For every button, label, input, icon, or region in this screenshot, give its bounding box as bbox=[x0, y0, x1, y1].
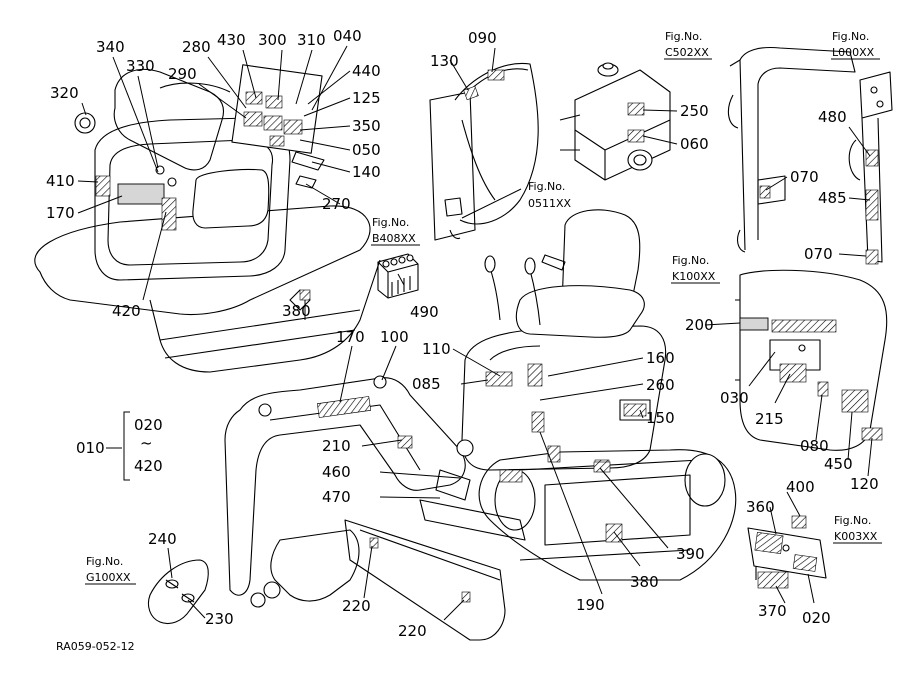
callout-220: 220 bbox=[398, 622, 427, 640]
callout-040: 040 bbox=[333, 27, 362, 45]
callout-050: 050 bbox=[352, 141, 381, 159]
callout-200: 200 bbox=[685, 316, 714, 334]
diagram-code: RA059-052-12 bbox=[56, 640, 135, 653]
callout-090: 090 bbox=[468, 29, 497, 47]
callout-400: 400 bbox=[786, 478, 815, 496]
callout-220: 220 bbox=[342, 597, 371, 615]
callout-410: 410 bbox=[46, 172, 75, 190]
excavator-drawing bbox=[224, 209, 737, 641]
callout-190: 190 bbox=[576, 596, 605, 614]
figure-references: Fig.No. C502XX Fig.No. L000XX Fig.No. 05… bbox=[85, 30, 882, 585]
callout-320: 320 bbox=[50, 84, 79, 102]
callout-330: 330 bbox=[126, 57, 155, 75]
rear-view-drawing bbox=[34, 64, 381, 373]
callout-030: 030 bbox=[720, 389, 749, 407]
callout-240: 240 bbox=[148, 530, 177, 548]
part-g100-drawing bbox=[147, 559, 209, 625]
fig-ref-code: 0511XX bbox=[528, 197, 572, 210]
callout-270: 270 bbox=[322, 195, 351, 213]
callout-230: 230 bbox=[205, 610, 234, 628]
callout-170: 170 bbox=[336, 328, 365, 346]
fig-ref-code: G100XX bbox=[86, 571, 131, 584]
callout-380: 380 bbox=[282, 302, 311, 320]
post-l000-drawing bbox=[727, 46, 893, 265]
callout-290: 290 bbox=[168, 65, 197, 83]
callout-140: 140 bbox=[352, 163, 381, 181]
callout-150: 150 bbox=[646, 409, 675, 427]
range-tilde: ~ bbox=[140, 434, 153, 452]
callout-390: 390 bbox=[676, 545, 705, 563]
fig-ref-code: B408XX bbox=[372, 232, 416, 245]
callout-340: 340 bbox=[96, 38, 125, 56]
callout-260: 260 bbox=[646, 376, 675, 394]
callout-160: 160 bbox=[646, 349, 675, 367]
callout-430: 430 bbox=[217, 31, 246, 49]
callout-080: 080 bbox=[800, 437, 829, 455]
callout-310: 310 bbox=[297, 31, 326, 49]
callout-120: 120 bbox=[850, 475, 879, 493]
range-bracket: 020 ~ 420 010 bbox=[76, 411, 163, 481]
fig-ref-label: Fig.No. bbox=[372, 216, 409, 229]
fig-ref-code: C502XX bbox=[665, 46, 709, 59]
callout-350: 350 bbox=[352, 117, 381, 135]
fig-ref-code: L000XX bbox=[832, 46, 875, 59]
leader-lines bbox=[77, 45, 873, 621]
cover-k100-drawing bbox=[735, 269, 888, 451]
callout-130: 130 bbox=[430, 52, 459, 70]
callout-370: 370 bbox=[758, 602, 787, 620]
callout-470: 470 bbox=[322, 488, 351, 506]
parts-k003-drawing bbox=[747, 515, 827, 589]
callout-100: 100 bbox=[380, 328, 409, 346]
callout-440: 440 bbox=[352, 62, 381, 80]
callout-420: 420 bbox=[112, 302, 141, 320]
callout-480: 480 bbox=[818, 108, 847, 126]
callout-125: 125 bbox=[352, 89, 381, 107]
callout-460: 460 bbox=[322, 463, 351, 481]
callout-070: 070 bbox=[804, 245, 833, 263]
fig-ref-label: Fig.No. bbox=[832, 30, 869, 43]
frame-ring-drawing bbox=[429, 62, 539, 241]
callout-280: 280 bbox=[182, 38, 211, 56]
callout-060: 060 bbox=[680, 135, 709, 153]
panel-c502-drawing bbox=[559, 62, 671, 181]
callout-380: 380 bbox=[630, 573, 659, 591]
fig-ref-code: K100XX bbox=[672, 270, 716, 283]
fig-ref-label: Fig.No. bbox=[528, 180, 565, 193]
range-start: 020 bbox=[134, 416, 163, 434]
part-b408-drawing bbox=[377, 253, 419, 299]
callout-085: 085 bbox=[412, 375, 441, 393]
callout-300: 300 bbox=[258, 31, 287, 49]
callout-250: 250 bbox=[680, 102, 709, 120]
callout-450: 450 bbox=[824, 455, 853, 473]
fig-ref-label: Fig.No. bbox=[834, 514, 871, 527]
fig-ref-label: Fig.No. bbox=[672, 254, 709, 267]
callout-360: 360 bbox=[746, 498, 775, 516]
callout-485: 485 bbox=[818, 189, 847, 207]
callout-110: 110 bbox=[422, 340, 451, 358]
range-end: 420 bbox=[134, 457, 163, 475]
callout-215: 215 bbox=[755, 410, 784, 428]
callout-490: 490 bbox=[410, 303, 439, 321]
fig-ref-label: Fig.No. bbox=[86, 555, 123, 568]
range-label: 010 bbox=[76, 439, 105, 457]
fig-ref-code: K003XX bbox=[834, 530, 878, 543]
callout-210: 210 bbox=[322, 437, 351, 455]
callout-070: 070 bbox=[790, 168, 819, 186]
callout-170: 170 bbox=[46, 204, 75, 222]
fig-ref-label: Fig.No. bbox=[665, 30, 702, 43]
callout-020: 020 bbox=[802, 609, 831, 627]
